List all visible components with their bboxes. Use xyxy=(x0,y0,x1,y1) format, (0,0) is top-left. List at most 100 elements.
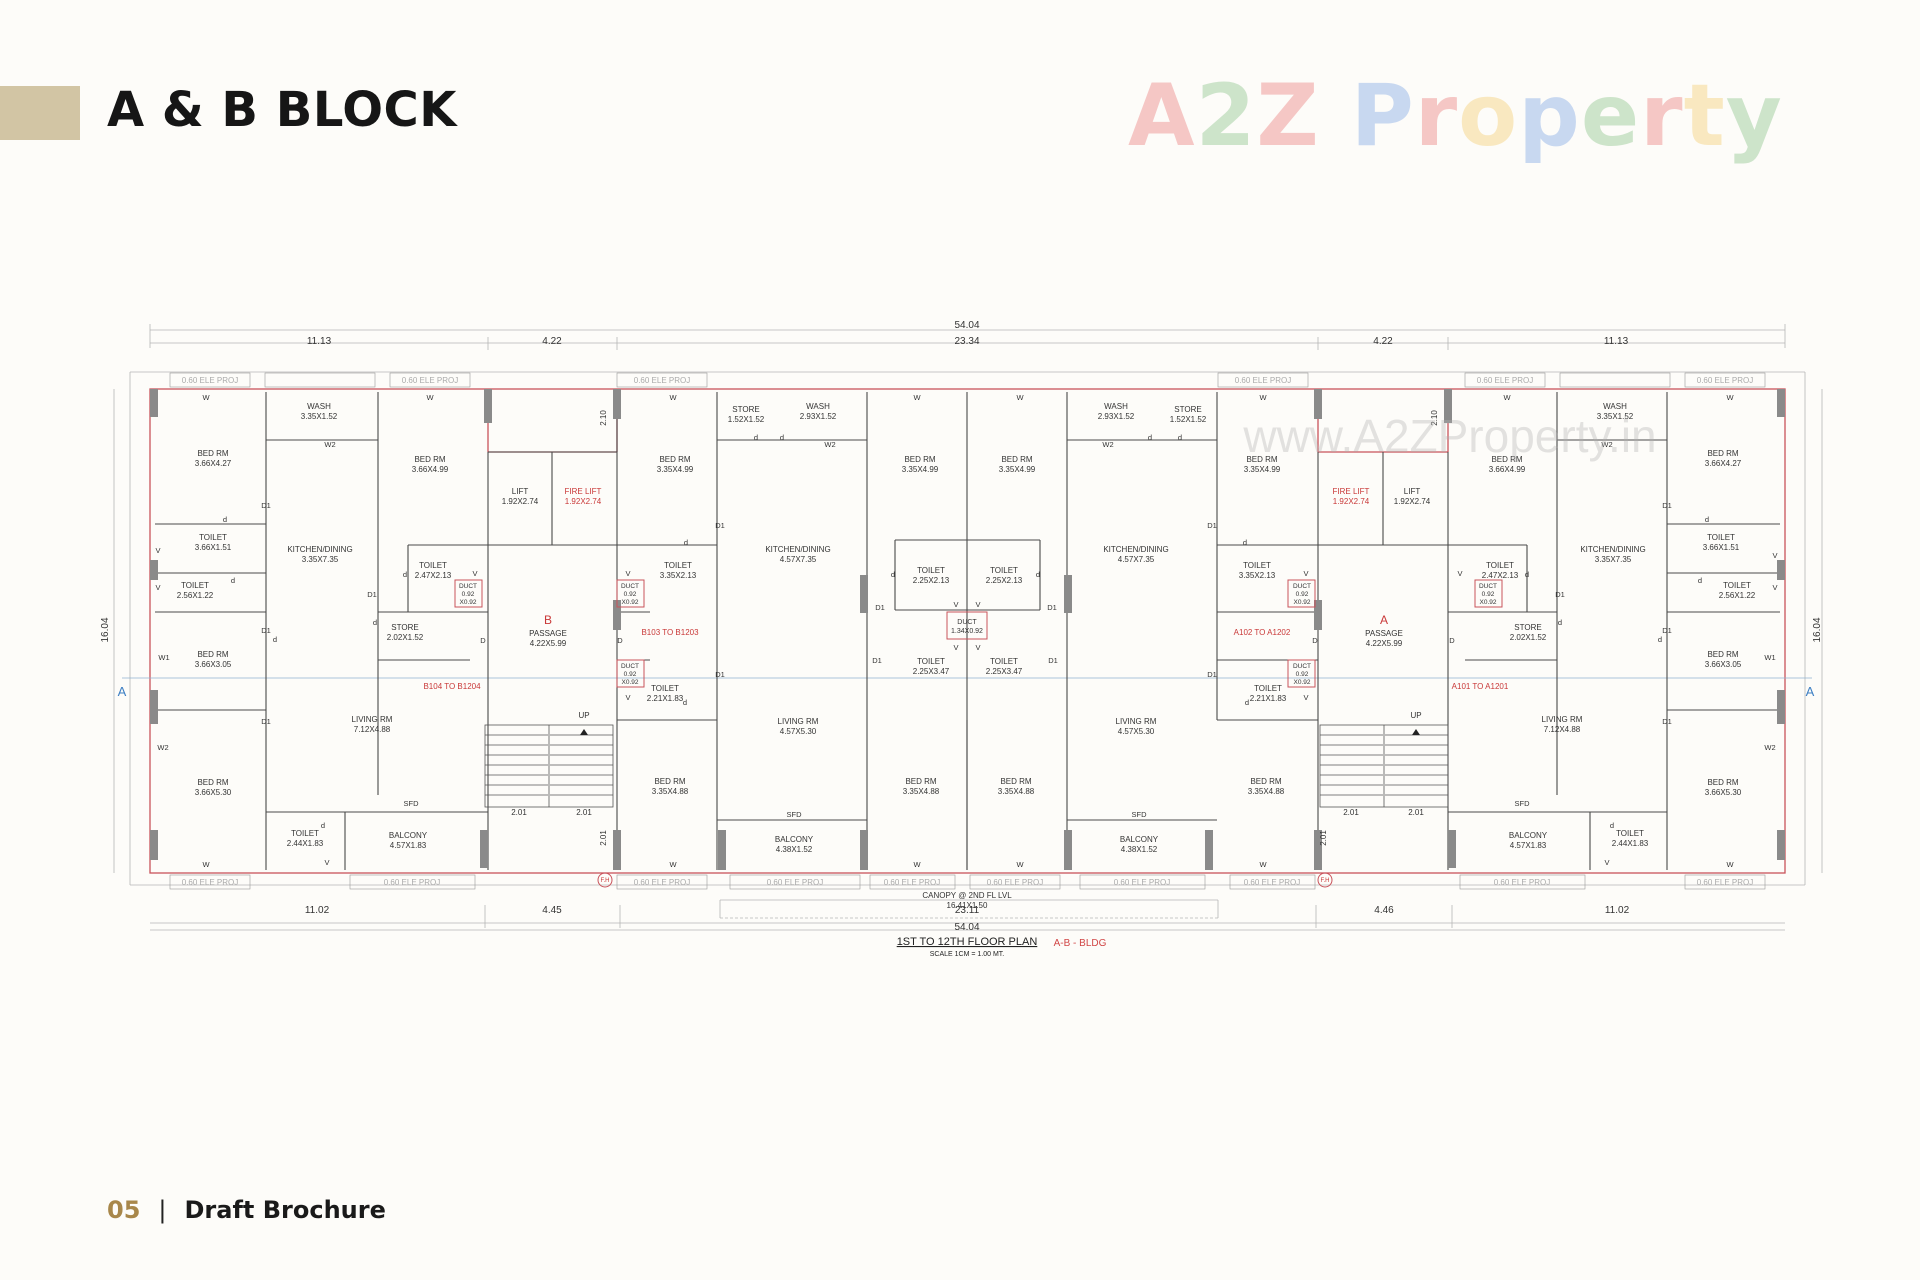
room-dim: 3.35X2.13 xyxy=(660,571,697,580)
room-dim: 2.25X3.47 xyxy=(986,667,1023,676)
window-mark: W1 xyxy=(1764,653,1775,662)
vent-mark: V xyxy=(155,583,160,592)
room-dim: 7.12X4.88 xyxy=(354,725,391,734)
dry-mark: d xyxy=(1658,635,1662,644)
dry-mark: d xyxy=(1178,433,1182,442)
room-name: WASH xyxy=(1603,402,1627,411)
window-mark: W xyxy=(1259,860,1267,869)
core-a-letter: A xyxy=(1380,613,1388,627)
proj-label: 0.60 ELE PROJ xyxy=(1697,878,1753,887)
core-b-shaft-dim: 2.10 xyxy=(599,410,608,426)
core-b-passage: PASSAGE xyxy=(529,629,567,638)
room-dim: 3.35X4.88 xyxy=(998,787,1035,796)
dry-mark: d xyxy=(1525,570,1529,579)
room-name: TOILET xyxy=(917,566,945,575)
page-number: 05 xyxy=(107,1196,141,1224)
vent-mark: V xyxy=(472,569,477,578)
room-name: TOILET xyxy=(291,829,319,838)
room-name: WASH xyxy=(1104,402,1128,411)
unit-tag-b104: B104 TO B1204 xyxy=(423,682,481,691)
room-name: BED RM xyxy=(1491,455,1522,464)
room-name: KITCHEN/DINING xyxy=(1103,545,1168,554)
room-dim: 3.66X3.05 xyxy=(1705,660,1742,669)
room-name: BED RM xyxy=(1246,455,1277,464)
duct-label: DUCT xyxy=(1293,663,1311,670)
core-b-stair-dim: 2.01 xyxy=(511,808,527,817)
room-dim: 2.47X2.13 xyxy=(1482,571,1519,580)
room-dim: 2.02X1.52 xyxy=(387,633,424,642)
dim-overall-bottom: 54.04 xyxy=(954,922,979,933)
vent-mark: V xyxy=(953,643,958,652)
canopy-dim: 16.41X1.50 xyxy=(947,901,988,910)
room-name: TOILET xyxy=(181,581,209,590)
unit-tag-a102: A102 TO A1202 xyxy=(1234,628,1291,637)
dry-mark: d xyxy=(754,433,758,442)
proj-label: 0.60 ELE PROJ xyxy=(1235,376,1291,385)
fire-hydrant-label: F.H xyxy=(1321,878,1330,884)
vent-mark: V xyxy=(1772,583,1777,592)
core-b-lift: LIFT xyxy=(512,487,529,496)
proj-label: 0.60 ELE PROJ xyxy=(884,878,940,887)
door-mark: D1 xyxy=(1662,717,1672,726)
room-dim: 2.47X2.13 xyxy=(415,571,452,580)
room-dim: 3.66X4.99 xyxy=(1489,465,1526,474)
door-mark: D1 xyxy=(1207,521,1217,530)
room-dim: 2.93X1.52 xyxy=(1098,412,1135,421)
sfd-mark: SFD xyxy=(1515,799,1531,808)
window-mark: W xyxy=(202,393,210,402)
room-dim: 3.66X5.30 xyxy=(1705,788,1742,797)
dim-bottom-2: 4.45 xyxy=(542,905,562,916)
canopy-label: CANOPY @ 2ND FL LVL xyxy=(922,891,1012,900)
room-name: TOILET xyxy=(1254,684,1282,693)
duct-dim: 0.92 xyxy=(462,591,475,598)
core-a-stair-dim: 2.01 xyxy=(1408,808,1424,817)
window-mark: W xyxy=(1016,393,1024,402)
room-name: TOILET xyxy=(419,561,447,570)
core-a-stair-side-dim: 2.01 xyxy=(1319,830,1328,846)
duct-label: DUCT xyxy=(1293,583,1311,590)
room-dim: 3.35X4.99 xyxy=(902,465,939,474)
a2z-logo-watermark: A2Z Property xyxy=(1128,66,1783,166)
proj-label: 0.60 ELE PROJ xyxy=(1494,878,1550,887)
core-b-firelift-dim: 1.92X2.74 xyxy=(565,497,602,506)
sfd-mark: SFD xyxy=(404,799,420,808)
vent-mark: V xyxy=(1303,569,1308,578)
room-dim: 4.57X5.30 xyxy=(780,727,817,736)
room-dim: 4.38X1.52 xyxy=(1121,845,1158,854)
dry-mark: d xyxy=(403,570,407,579)
room-dim: 4.57X1.83 xyxy=(390,841,427,850)
duct-dim: 0.92 xyxy=(1296,671,1309,678)
window-mark: W2 xyxy=(324,440,335,449)
room-name: BALCONY xyxy=(389,831,428,840)
room-name: TOILET xyxy=(651,684,679,693)
door-mark: D1 xyxy=(367,590,377,599)
room-dim: 3.66X4.99 xyxy=(412,465,449,474)
vent-mark: V xyxy=(1772,551,1777,560)
vent-mark: V xyxy=(625,569,630,578)
sfd-mark: SFD xyxy=(787,810,803,819)
proj-label: 0.60 ELE PROJ xyxy=(1114,878,1170,887)
room-name: BED RM xyxy=(904,455,935,464)
room-name: BED RM xyxy=(1001,455,1032,464)
door-mark: D xyxy=(1449,636,1455,645)
dim-bottom-5: 11.02 xyxy=(1605,905,1630,916)
dry-mark: d xyxy=(373,618,377,627)
room-name: LIVING RM xyxy=(352,715,393,724)
core-a-lift: LIFT xyxy=(1404,487,1421,496)
proj-label: 0.60 ELE PROJ xyxy=(634,878,690,887)
page-title: A & B BLOCK xyxy=(107,82,457,138)
watermark-url: www.A2ZProperty.in xyxy=(1242,410,1656,462)
door-mark: D1 xyxy=(715,521,725,530)
dry-mark: d xyxy=(1698,576,1702,585)
plan-title: 1ST TO 12TH FLOOR PLAN xyxy=(897,936,1038,948)
footer-label: Draft Brochure xyxy=(184,1196,386,1224)
window-mark: W1 xyxy=(158,653,169,662)
room-dim: 2.21X1.83 xyxy=(647,694,684,703)
section-mark-right: A xyxy=(1806,684,1815,699)
dim-top-1: 11.13 xyxy=(307,336,332,347)
proj-label: 0.60 ELE PROJ xyxy=(634,376,690,385)
room-dim: 2.02X1.52 xyxy=(1510,633,1547,642)
proj-label: 0.60 ELE PROJ xyxy=(402,376,458,385)
plan-scale: SCALE 1CM = 1.00 MT. xyxy=(930,951,1005,958)
